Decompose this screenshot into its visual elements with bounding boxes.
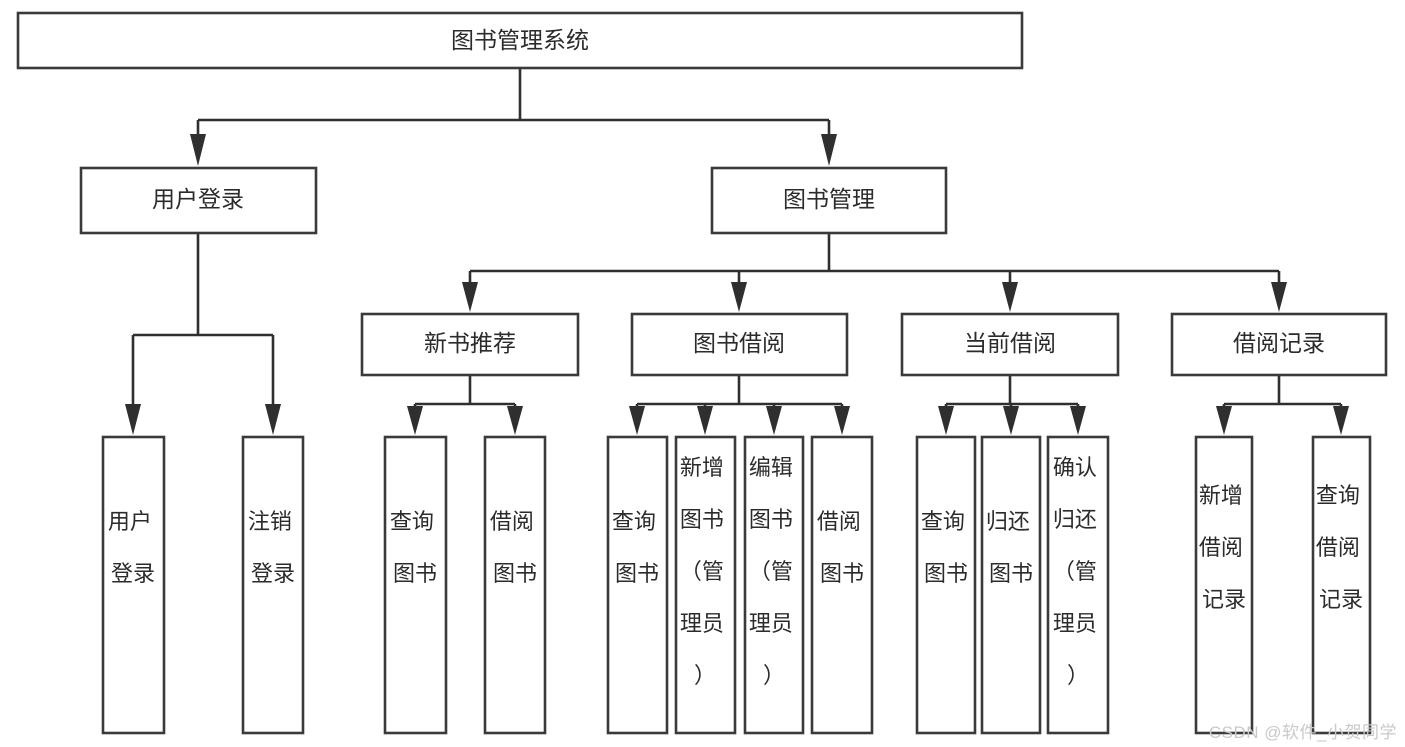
node-new-book-recommend-label: 新书推荐: [424, 330, 516, 356]
arrowhead-leaf-user-logout: [265, 404, 281, 435]
leaf-user-logout-box[interactable]: [241, 435, 305, 735]
arrowhead-leaf-query-book-rec: [407, 406, 423, 435]
arrowhead-leaf-query-book-borrow: [629, 406, 645, 435]
node-book-borrow-box[interactable]: [630, 312, 849, 377]
leaf-query-book-rec-label: 查询 图书: [390, 509, 440, 586]
leaf-query-record-box[interactable]: [1311, 435, 1372, 735]
leaf-borrow-book-box[interactable]: [810, 435, 874, 735]
leaf-user-login-label: 用户 登录: [108, 509, 158, 586]
node-book-manage-box[interactable]: [710, 166, 948, 235]
leaf-confirm-return-label: 确认 归还 （管 理员 ）: [1053, 455, 1103, 688]
arrowhead-leaf-add-record: [1216, 406, 1232, 435]
connector-layer: [125, 68, 1349, 435]
leaf-query-book-borrow[interactable]: 查询 图书: [606, 435, 669, 735]
leaf-return-book[interactable]: 归还 图书: [980, 435, 1042, 735]
leaf-borrow-book-rec-label: 借阅 图书: [490, 509, 540, 586]
node-book-borrow[interactable]: 图书借阅: [630, 312, 849, 377]
leaf-add-book[interactable]: 新增 图书 （管 理员 ）: [674, 435, 737, 735]
node-book-manage[interactable]: 图书管理: [710, 166, 948, 235]
node-borrow-record[interactable]: 借阅记录: [1170, 312, 1388, 377]
leaf-user-logout[interactable]: 注销 登录: [241, 435, 305, 735]
node-root-box[interactable]: [16, 11, 1024, 70]
leaf-query-book-current-label: 查询 图书: [921, 509, 971, 586]
node-current-borrow[interactable]: 当前借阅: [900, 312, 1120, 377]
arrowhead-leaf-return-book: [1003, 406, 1019, 435]
node-user-login[interactable]: 用户登录: [79, 166, 318, 235]
node-user-login-label: 用户登录: [152, 186, 244, 212]
leaf-add-record-box[interactable]: [1194, 435, 1254, 735]
node-borrow-record-label: 借阅记录: [1233, 330, 1325, 356]
leaf-user-login[interactable]: 用户 登录: [101, 435, 166, 735]
arrowhead-leaf-add-book: [697, 406, 713, 435]
csdn-watermark: CSDN @软件_小贺同学: [1208, 723, 1397, 742]
leaf-query-record-label: 查询 借阅 记录: [1316, 483, 1366, 612]
leaf-query-record[interactable]: 查询 借阅 记录: [1311, 435, 1372, 735]
arrowhead-leaf-query-record: [1333, 406, 1349, 435]
leaf-return-book-box[interactable]: [980, 435, 1042, 735]
arrowhead-leaf-borrow-book: [834, 406, 850, 435]
node-current-borrow-box[interactable]: [900, 312, 1120, 377]
arrowhead-leaf-confirm-return: [1070, 406, 1086, 435]
leaf-edit-book-label: 编辑 图书 （管 理员 ）: [749, 455, 799, 688]
node-root-label: 图书管理系统: [451, 27, 589, 53]
node-root[interactable]: 图书管理系统: [16, 11, 1024, 70]
node-new-book-recommend-box[interactable]: [360, 312, 580, 377]
leaf-query-book-rec-box[interactable]: [383, 435, 448, 735]
leaf-add-record-label: 新增 借阅 记录: [1199, 483, 1249, 612]
arrowhead-leaf-edit-book: [766, 406, 782, 435]
arrowhead-book-manage: [821, 134, 837, 166]
leaf-confirm-return[interactable]: 确认 归还 （管 理员 ）: [1046, 435, 1110, 735]
leaf-borrow-book[interactable]: 借阅 图书: [810, 435, 874, 735]
arrowhead-leaf-borrow-book-rec: [507, 406, 523, 435]
leaf-add-book-label: 新增 图书 （管 理员 ）: [680, 455, 730, 688]
leaf-add-record[interactable]: 新增 借阅 记录: [1194, 435, 1254, 735]
leaf-add-book-box[interactable]: [674, 435, 737, 735]
leaf-edit-book[interactable]: 编辑 图书 （管 理员 ）: [743, 435, 805, 735]
leaf-return-book-label: 归还 图书: [986, 509, 1036, 586]
leaf-borrow-book-rec-box[interactable]: [483, 435, 547, 735]
arrowhead-user-login: [190, 134, 206, 166]
node-book-manage-label: 图书管理: [783, 186, 875, 212]
node-user-login-box[interactable]: [79, 166, 318, 235]
arrowhead-leaf-user-login: [125, 404, 141, 435]
leaf-query-book-borrow-label: 查询 图书: [612, 509, 662, 586]
leaf-user-login-box[interactable]: [101, 435, 166, 735]
leaf-borrow-book-label: 借阅 图书: [817, 509, 867, 586]
leaf-query-book-current-box[interactable]: [915, 435, 977, 735]
node-book-borrow-label: 图书借阅: [693, 330, 785, 356]
arrowhead-book-borrow: [731, 282, 747, 312]
arrowhead-new-book-recommend: [462, 282, 478, 312]
leaf-edit-book-box[interactable]: [743, 435, 805, 735]
leaf-query-book-rec[interactable]: 查询 图书: [383, 435, 448, 735]
arrowhead-current-borrow: [1002, 282, 1018, 312]
leaf-user-logout-label: 注销 登录: [248, 509, 298, 586]
node-borrow-record-box[interactable]: [1170, 312, 1388, 377]
leaf-confirm-return-box[interactable]: [1046, 435, 1110, 735]
arrowhead-leaf-query-book-current: [938, 406, 954, 435]
leaf-query-book-current[interactable]: 查询 图书: [915, 435, 977, 735]
node-new-book-recommend[interactable]: 新书推荐: [360, 312, 580, 377]
arrowhead-borrow-record: [1271, 282, 1287, 312]
leaf-query-book-borrow-box[interactable]: [606, 435, 669, 735]
leaf-borrow-book-rec[interactable]: 借阅 图书: [483, 435, 547, 735]
node-current-borrow-label: 当前借阅: [964, 330, 1056, 356]
